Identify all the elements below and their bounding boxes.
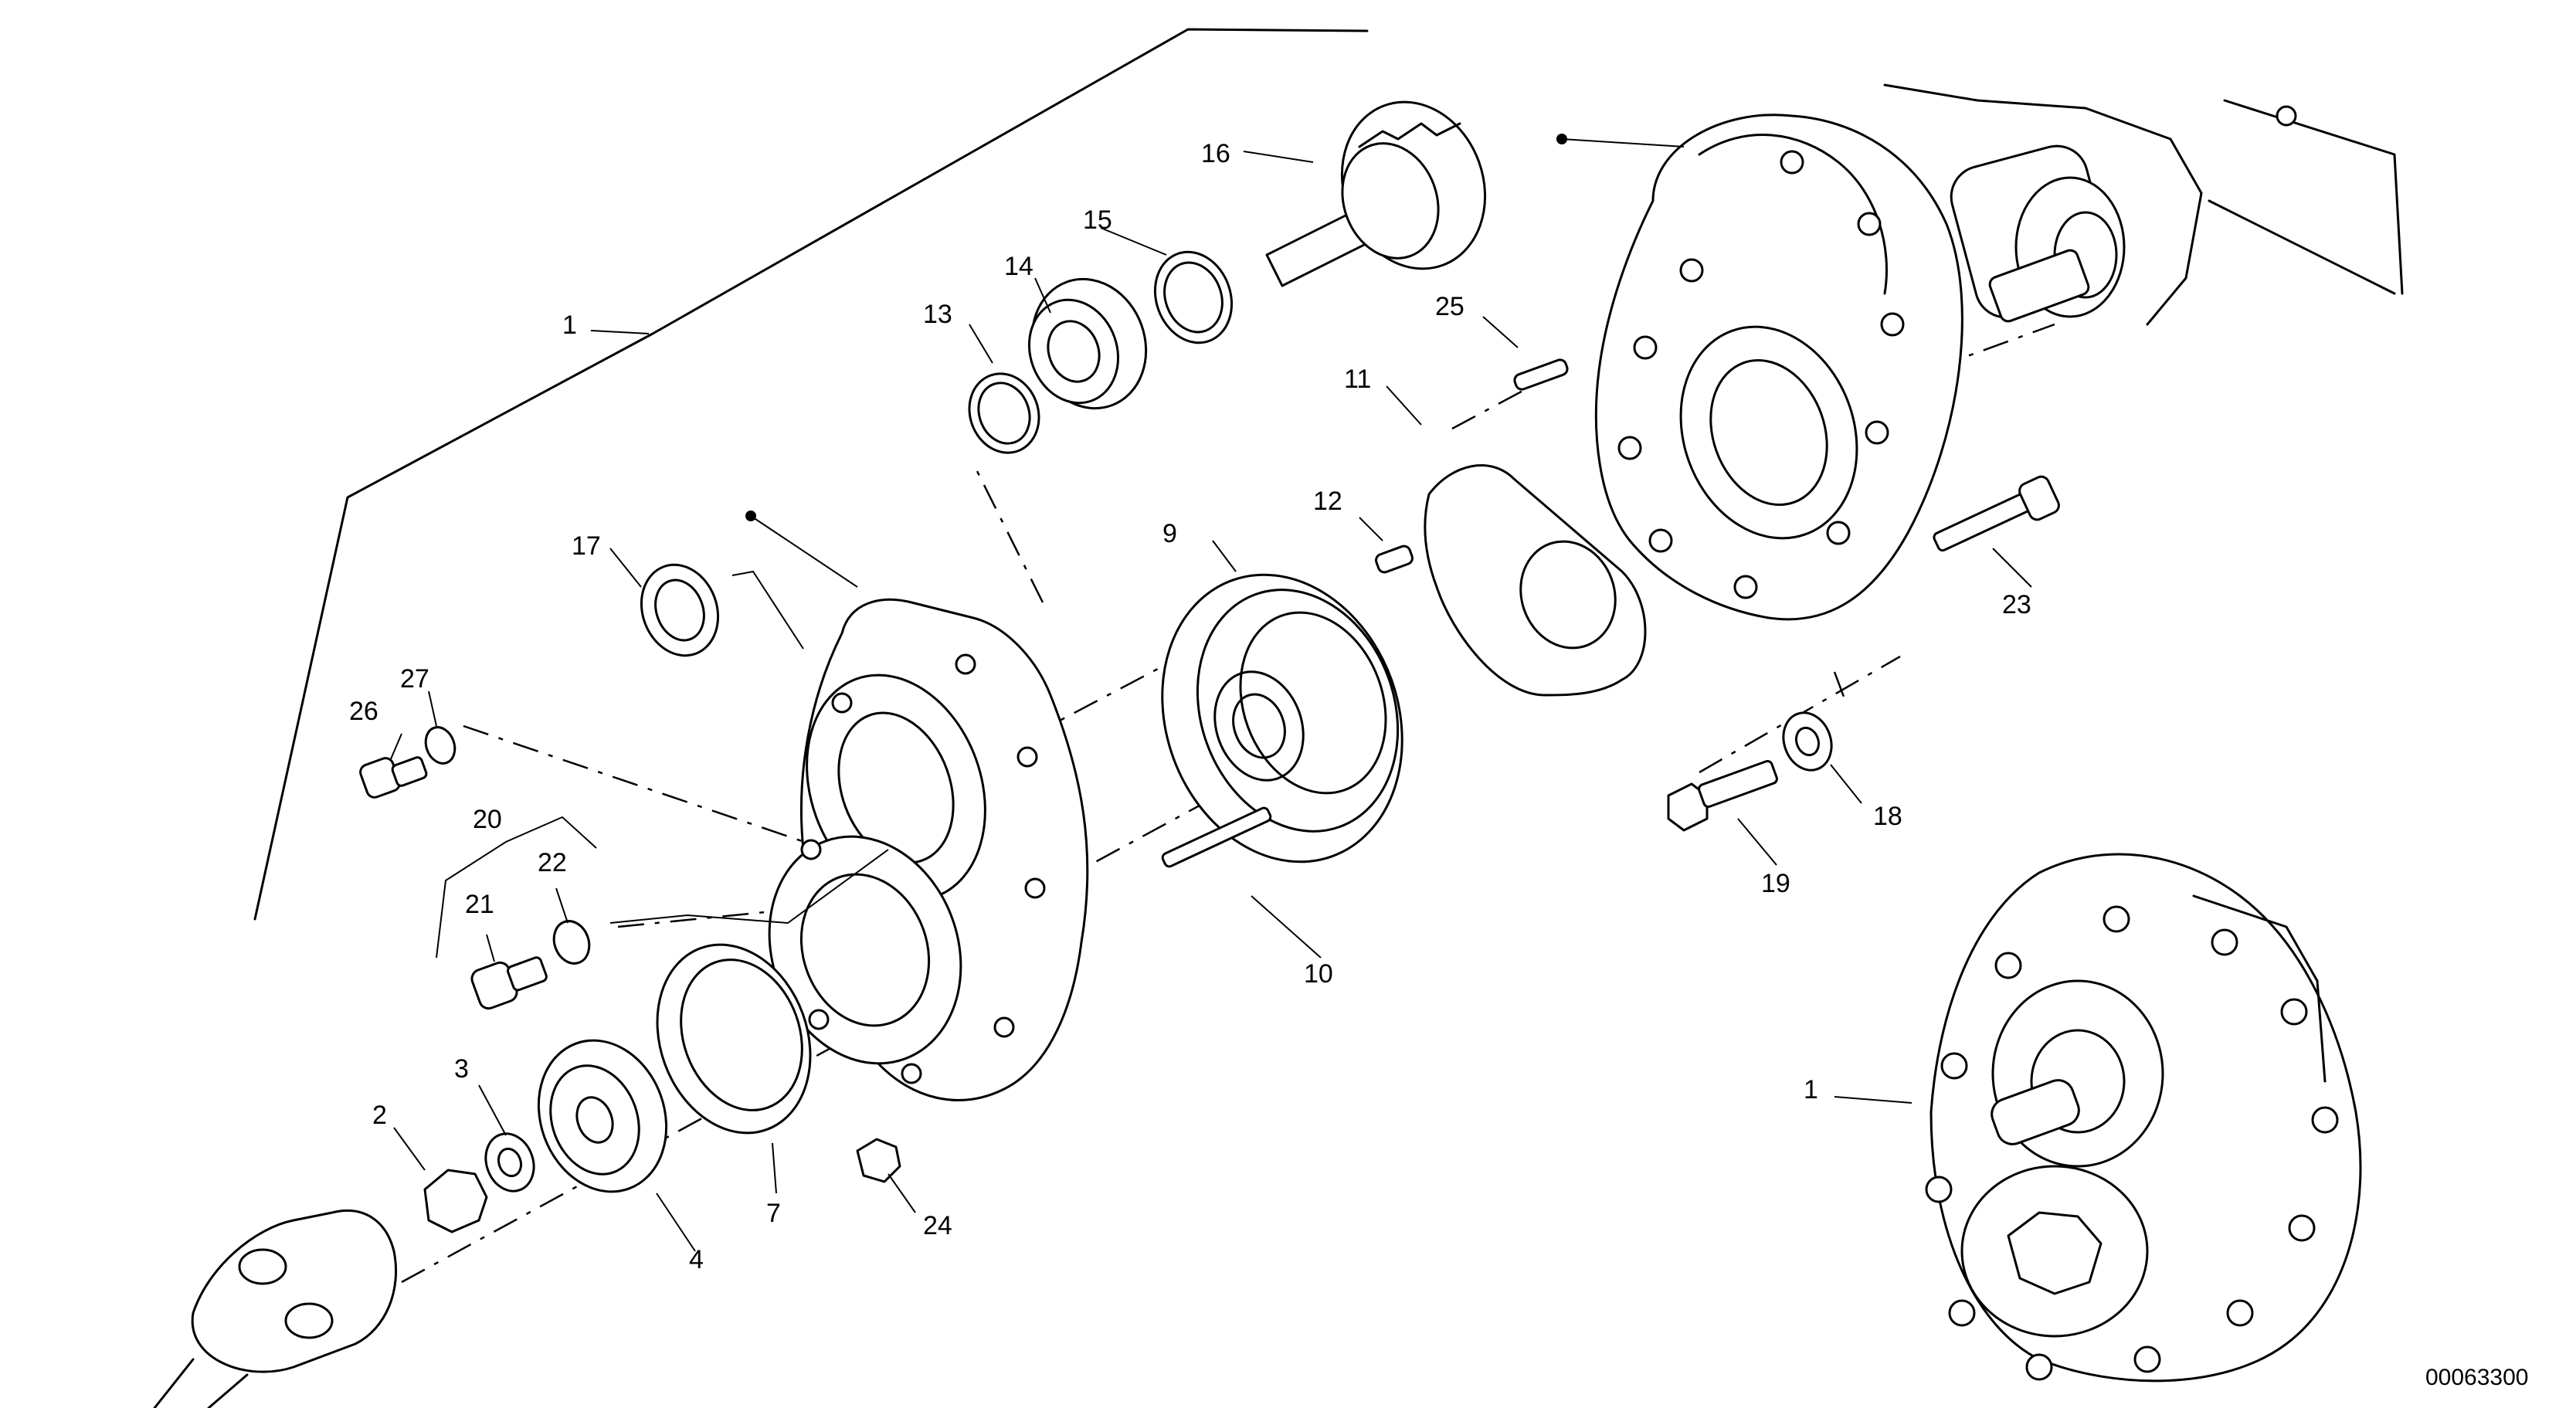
- callout-10: 10: [1304, 959, 1333, 989]
- callout-25: 25: [1435, 292, 1464, 321]
- hex-bolt: [1667, 759, 1778, 832]
- cap-screw: [1933, 475, 2060, 552]
- large-seal: [656, 943, 812, 1135]
- callout-26: 26: [349, 697, 378, 726]
- callout-23: 23: [2002, 590, 2031, 619]
- drive-shaft-yoke: [153, 1209, 398, 1408]
- flange-nut: [423, 1169, 488, 1233]
- callout-16: 16: [1201, 139, 1230, 168]
- callout-14: 14: [1004, 252, 1033, 281]
- front-housing: [768, 598, 1089, 1101]
- hex-nut: [856, 1138, 901, 1183]
- companion-flange: [537, 1039, 668, 1193]
- reference-dots: [745, 134, 1685, 588]
- callout-15: 15: [1083, 205, 1112, 235]
- pinion-shaft: [1265, 100, 1487, 287]
- roll-pin: [1513, 358, 1569, 391]
- callout-4: 4: [689, 1245, 704, 1274]
- idler-gear: [1161, 573, 1403, 863]
- lock-washer: [1782, 711, 1833, 772]
- snap-ring-small: [968, 372, 1040, 454]
- callout-21: 21: [465, 890, 494, 919]
- callout-20: 20: [473, 805, 502, 834]
- leader-lines: [389, 151, 2032, 1252]
- callout-labels: 1 1 2 3 4 7 9 10 11 12 13 14 15 16 17 18…: [349, 139, 2031, 1274]
- engine-output-shaft: [1883, 83, 2404, 326]
- assembly-bracket: [253, 28, 1369, 921]
- callout-27: 27: [400, 664, 429, 694]
- callout-2: 2: [372, 1101, 387, 1130]
- callout-11: 11: [1344, 365, 1371, 394]
- callout-22: 22: [538, 848, 567, 877]
- snap-ring: [1153, 250, 1234, 344]
- callout-17: 17: [572, 531, 601, 561]
- drawing-number: 00063300: [2425, 1365, 2528, 1390]
- callout-19: 19: [1761, 869, 1790, 898]
- callout-1-lower: 1: [1804, 1075, 1818, 1104]
- rear-housing-cover: [1594, 114, 1963, 621]
- assembled-gearbox: [1925, 853, 2362, 1383]
- fill-plug: [470, 956, 548, 1010]
- callout-13: 13: [923, 300, 952, 329]
- callout-9: 9: [1162, 519, 1177, 548]
- sealing-ring: [424, 726, 456, 765]
- callout-24: 24: [923, 1211, 952, 1240]
- shield-plate: [1424, 464, 1647, 697]
- flat-washer: [484, 1132, 535, 1193]
- oil-seal: [640, 563, 720, 657]
- callout-18: 18: [1873, 802, 1902, 831]
- callout-1-upper: 1: [562, 310, 577, 340]
- drain-plug: [359, 756, 428, 799]
- callout-3: 3: [454, 1054, 469, 1084]
- threaded-stud: [1161, 806, 1272, 868]
- bearing: [1027, 277, 1148, 410]
- callout-12: 12: [1313, 487, 1342, 516]
- callout-7: 7: [766, 1199, 781, 1228]
- dowel-pin: [1375, 545, 1414, 574]
- sealing-ring-plug: [552, 920, 591, 965]
